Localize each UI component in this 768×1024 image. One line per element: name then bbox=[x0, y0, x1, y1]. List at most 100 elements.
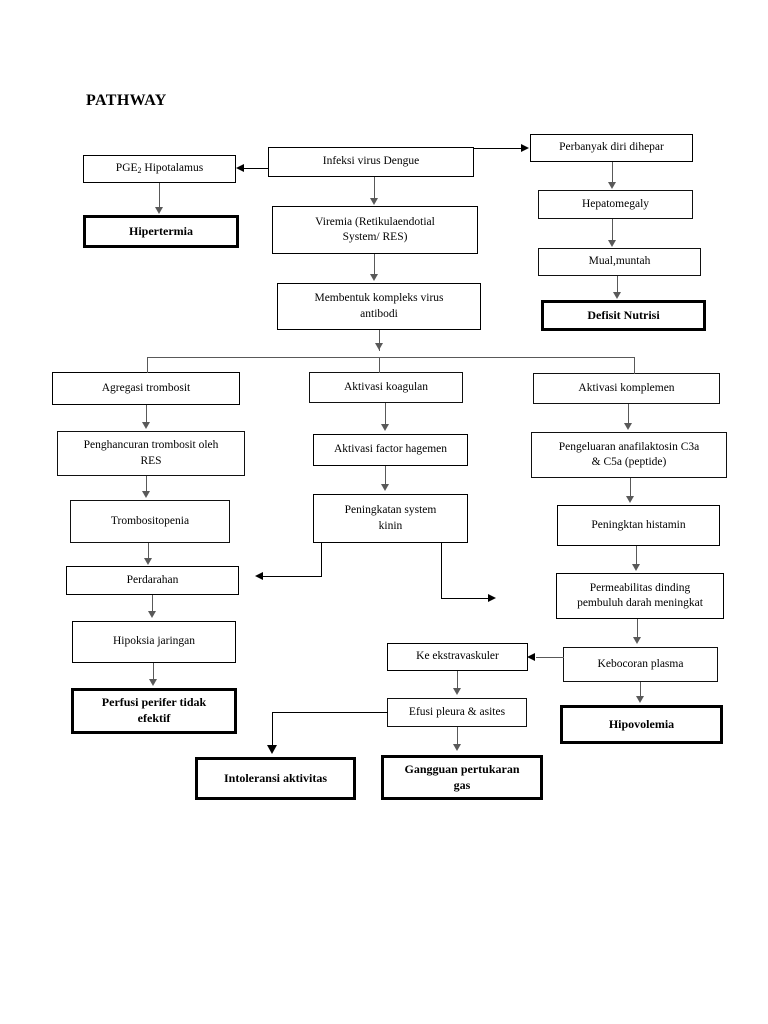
edge-mual-to-defisit-line bbox=[617, 276, 618, 293]
edge-branch-to-koagulan-line bbox=[379, 357, 380, 373]
node-label: Aktivasi koagulan bbox=[344, 380, 428, 393]
edge-infeksi-to-perbanyak-line bbox=[474, 148, 522, 149]
node-defisit-nutrisi[interactable]: Defisit Nutrisi bbox=[541, 300, 706, 331]
edge-viremia-to-kompleks-line bbox=[374, 254, 375, 275]
node-pge2-hipotalamus[interactable]: PGE2 Hipotalamus bbox=[83, 155, 236, 183]
edge-branch-to-komplemen-line bbox=[634, 357, 635, 374]
page-title: PATHWAY bbox=[86, 92, 167, 109]
node-trombositopenia[interactable]: Trombositopenia bbox=[70, 500, 230, 543]
edge-branch-to-agregasi-line bbox=[147, 357, 148, 373]
edge-hagemen-to-kinin-arrowhead bbox=[381, 484, 389, 491]
node-label: Perfusi perifer tidak efektif bbox=[101, 695, 207, 725]
node-hipertermia[interactable]: Hipertermia bbox=[83, 215, 239, 248]
edge-efusi-to-gangguan-arrowhead bbox=[453, 744, 461, 751]
node-intoleransi-aktivitas[interactable]: Intoleransi aktivitas bbox=[195, 757, 356, 800]
node-label: Hipoksia jaringan bbox=[112, 635, 196, 648]
edge-komplemen-to-anafilaktosin-arrowhead bbox=[624, 423, 632, 430]
edge-efusi-to-gangguan-line bbox=[457, 727, 458, 745]
node-label: Viremia (Retikulaendotial System/ RES) bbox=[315, 215, 435, 243]
edge-trombositopenia-to-perdarahan-line bbox=[148, 543, 149, 559]
node-kebocoran-plasma[interactable]: Kebocoran plasma bbox=[563, 647, 718, 682]
node-label: Hepatomegaly bbox=[581, 197, 650, 210]
edge-kebocoran-to-hipovolemia-arrowhead bbox=[636, 696, 644, 703]
node-efusi-pleura-asites[interactable]: Efusi pleura & asites bbox=[387, 698, 527, 727]
node-hipoksia-jaringan[interactable]: Hipoksia jaringan bbox=[72, 621, 236, 663]
node-gangguan-pertukaran-gas[interactable]: Gangguan pertukaran gas bbox=[381, 755, 543, 800]
edge-infeksi-to-pge2-line bbox=[244, 168, 268, 169]
edge-efusi-to-intoleransi-drop bbox=[272, 712, 274, 747]
edge-anafilaktosin-to-histamin-arrowhead bbox=[626, 496, 634, 503]
node-hipovolemia[interactable]: Hipovolemia bbox=[560, 705, 723, 744]
node-permeabilitas-dinding-pembuluh-darah[interactable]: Permeabilitas dinding pembuluh darah men… bbox=[556, 573, 724, 619]
node-agregasi-trombosit[interactable]: Agregasi trombosit bbox=[52, 372, 240, 405]
node-mual-muntah[interactable]: Mual,muntah bbox=[538, 248, 701, 276]
node-label: PGE2 Hipotalamus bbox=[115, 162, 204, 176]
edge-kinin-right-run bbox=[441, 598, 489, 600]
edge-hepatomegaly-to-mual-line bbox=[612, 219, 613, 241]
edge-ekstravaskuler-to-efusi-arrowhead bbox=[453, 688, 461, 695]
node-aktivasi-koagulan[interactable]: Aktivasi koagulan bbox=[309, 372, 463, 403]
edge-kompleks-trunk bbox=[379, 330, 380, 351]
node-label: Penghancuran trombosit oleh RES bbox=[83, 439, 219, 467]
edge-agregasi-to-penghancuran-line bbox=[146, 405, 147, 423]
edge-efusi-to-intoleransi-run bbox=[272, 712, 388, 714]
edge-penghancuran-to-trombositopenia-line bbox=[146, 476, 147, 492]
node-label: Pengeluaran anafilaktosin C3a & C5a (pep… bbox=[558, 440, 700, 468]
node-penghancuran-trombosit-oleh-res[interactable]: Penghancuran trombosit oleh RES bbox=[57, 431, 245, 476]
edge-kompleks-trunk-arrowhead bbox=[375, 343, 383, 350]
node-ke-ekstravaskuler[interactable]: Ke ekstravaskuler bbox=[387, 643, 528, 671]
edge-koagulan-to-hagemen-arrowhead bbox=[381, 424, 389, 431]
node-aktivasi-factor-hagemen[interactable]: Aktivasi factor hagemen bbox=[313, 434, 468, 466]
edge-agregasi-to-penghancuran-arrowhead bbox=[142, 422, 150, 429]
node-hepatomegaly[interactable]: Hepatomegaly bbox=[538, 190, 693, 219]
node-label: Peningktan histamin bbox=[591, 518, 686, 531]
node-label: Gangguan pertukaran gas bbox=[404, 761, 520, 792]
edge-hipoksia-to-perfusi-arrowhead bbox=[149, 679, 157, 686]
node-label: Efusi pleura & asites bbox=[408, 705, 506, 718]
node-peningkatan-system-kinin[interactable]: Peningkatan system kinin bbox=[313, 494, 468, 543]
node-perdarahan[interactable]: Perdarahan bbox=[66, 566, 239, 595]
node-infeksi-virus-dengue[interactable]: Infeksi virus Dengue bbox=[268, 147, 474, 177]
node-perbanyak-diri-dihepar[interactable]: Perbanyak diri dihepar bbox=[530, 134, 693, 162]
edge-efusi-to-intoleransi-arrowhead bbox=[267, 745, 277, 754]
node-viremia[interactable]: Viremia (Retikulaendotial System/ RES) bbox=[272, 206, 478, 254]
node-peningktan-histamin[interactable]: Peningktan histamin bbox=[557, 505, 720, 546]
node-aktivasi-komplemen[interactable]: Aktivasi komplemen bbox=[533, 373, 720, 404]
edge-ekstravaskuler-to-efusi-line bbox=[457, 671, 458, 689]
edge-histamin-to-permeabilitas-arrowhead bbox=[632, 564, 640, 571]
edge-infeksi-to-pge2-arrowhead bbox=[236, 164, 244, 172]
edge-infeksi-to-viremia-line bbox=[374, 177, 375, 199]
node-membentuk-kompleks-virus-antibodi[interactable]: Membentuk kompleks virus antibodi bbox=[277, 283, 481, 330]
node-label: Peningkatan system kinin bbox=[344, 504, 437, 532]
edge-kinin-right-drop bbox=[441, 543, 443, 599]
edge-infeksi-to-perbanyak-arrowhead bbox=[521, 144, 529, 152]
edge-kinin-left-arrowhead bbox=[255, 572, 263, 580]
edge-hepatomegaly-to-mual-arrowhead bbox=[608, 240, 616, 247]
edge-perbanyak-to-hepatomegaly-line bbox=[612, 162, 613, 183]
edge-kinin-right-arrowhead bbox=[488, 594, 496, 602]
node-label: Permeabilitas dinding pembuluh darah men… bbox=[577, 581, 703, 609]
node-label: Aktivasi komplemen bbox=[578, 381, 675, 394]
edge-perdarahan-to-hipoksia-line bbox=[152, 595, 153, 612]
edge-koagulan-to-hagemen-line bbox=[385, 403, 386, 425]
node-label: Hipertermia bbox=[129, 223, 193, 238]
edge-perbanyak-to-hepatomegaly-arrowhead bbox=[608, 182, 616, 189]
edge-permeabilitas-to-kebocoran-line bbox=[637, 619, 638, 639]
node-pengeluaran-anafilaktosin[interactable]: Pengeluaran anafilaktosin C3a & C5a (pep… bbox=[531, 432, 727, 478]
edge-pge2-to-hipertermia-line bbox=[159, 183, 160, 208]
node-label: Defisit Nutrisi bbox=[587, 307, 660, 322]
edge-permeabilitas-to-kebocoran-arrowhead bbox=[633, 637, 641, 644]
node-label: Aktivasi factor hagemen bbox=[333, 443, 448, 456]
edge-hagemen-to-kinin-line bbox=[385, 466, 386, 485]
edge-komplemen-to-anafilaktosin-line bbox=[628, 404, 629, 424]
node-label: Ke ekstravaskuler bbox=[416, 650, 499, 663]
edge-kinin-left-run bbox=[263, 576, 322, 578]
node-label: Perdarahan bbox=[126, 573, 179, 586]
node-label: Hipovolemia bbox=[608, 716, 675, 731]
edge-hipoksia-to-perfusi-line bbox=[153, 663, 154, 680]
node-label: Membentuk kompleks virus antibodi bbox=[314, 292, 444, 320]
edge-mual-to-defisit-arrowhead bbox=[613, 292, 621, 299]
edge-anafilaktosin-to-histamin-line bbox=[630, 478, 631, 496]
node-label: Trombositopenia bbox=[110, 514, 190, 527]
node-perfusi-perifer-tidak-efektif[interactable]: Perfusi perifer tidak efektif bbox=[71, 688, 237, 734]
